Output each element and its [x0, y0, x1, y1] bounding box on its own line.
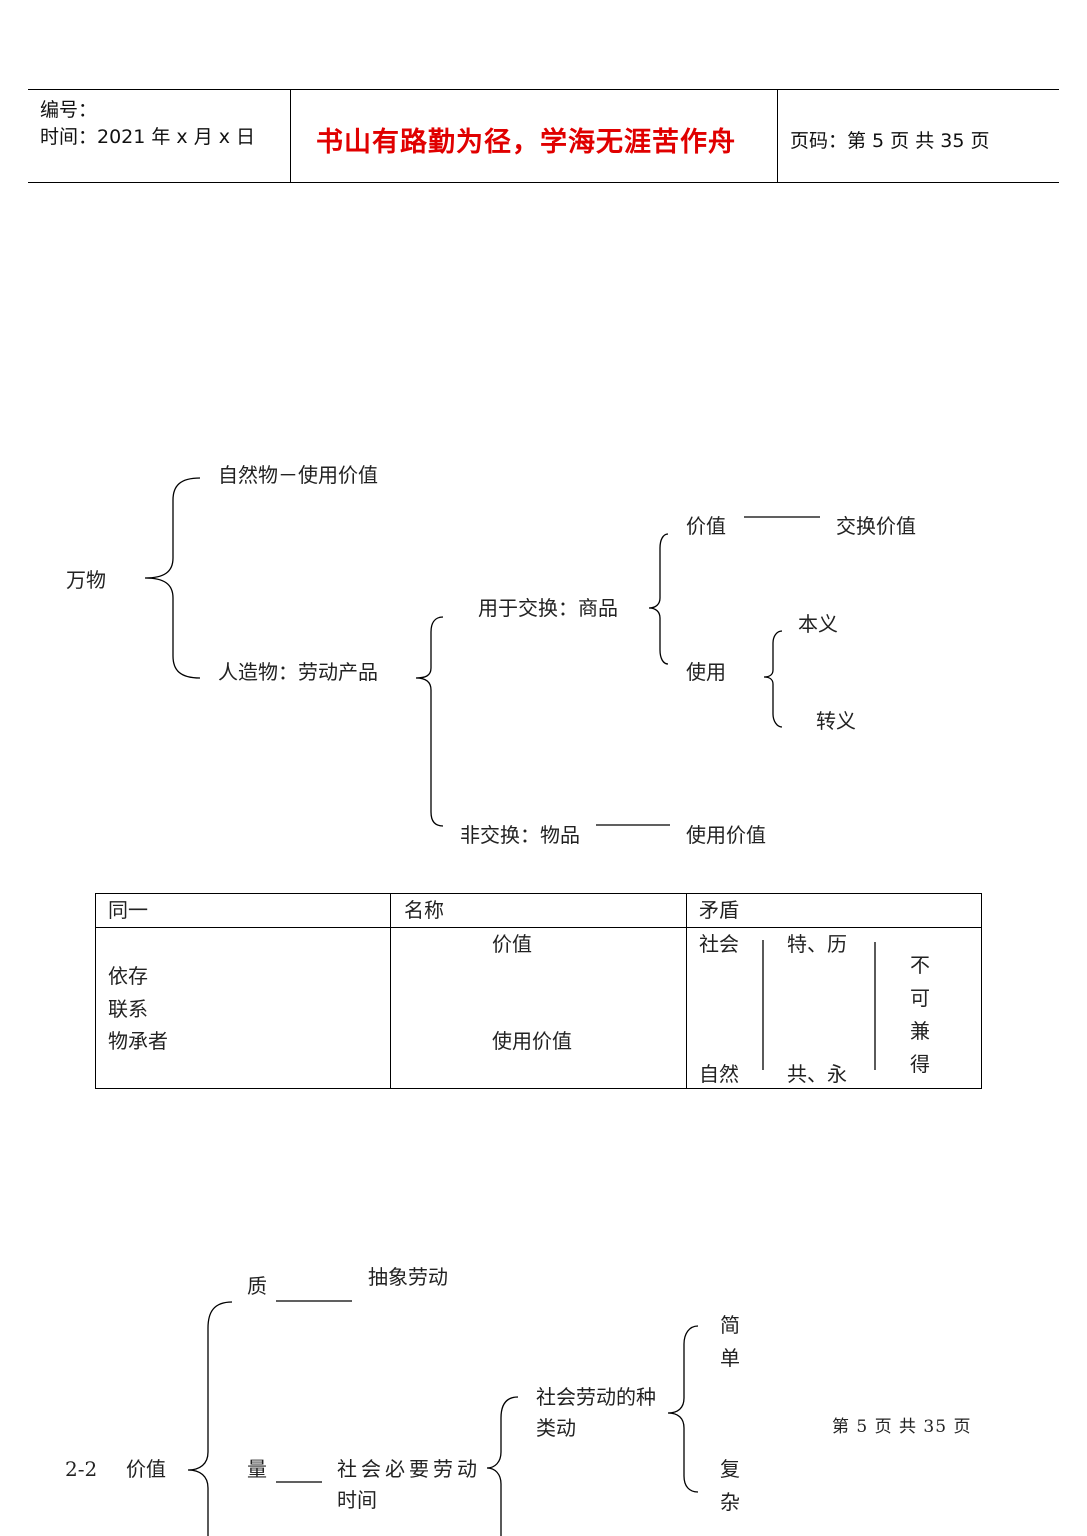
comparison-table: [95, 893, 982, 1089]
brace-commodity: [648, 533, 669, 665]
node-simple: 简 单: [720, 1313, 740, 1370]
table-cell-value: 价值: [492, 932, 532, 956]
table-cell-social: 社会: [699, 932, 739, 956]
node-snlt: 社会必要劳动: [337, 1457, 481, 1481]
table-cell-common-eternal: 共、永: [787, 1062, 847, 1086]
node-snlt-cont: 时间: [337, 1488, 377, 1512]
node-labor-kinds: 社会劳动的种: [536, 1385, 656, 1409]
table-header-divider: [96, 927, 981, 928]
page-indicator: 页码：第 5 页 共 35 页: [790, 130, 990, 152]
node-exchange-value: 交换价值: [836, 514, 916, 538]
node-value-root: 价值: [126, 1457, 166, 1481]
brace-manmade: [415, 616, 444, 827]
section-number: 2-2: [65, 1457, 98, 1481]
serial-number-label: 编号：: [40, 99, 98, 121]
table-cell-use-value: 使用价值: [492, 1029, 572, 1053]
table-header-identity: 同一: [108, 898, 148, 922]
table-cell-incompatible: 不 可 兼 得: [910, 953, 930, 1076]
table-col-divider: [686, 894, 687, 1088]
node-value: 价值: [686, 514, 726, 538]
date-label: 时间：2021 年 x 月 x 日: [40, 126, 256, 148]
node-nonexchange: 非交换：物品: [460, 823, 580, 847]
node-use: 使用: [686, 660, 726, 684]
node-quantity: 量: [247, 1457, 267, 1481]
node-nonexchange-use-value: 使用价值: [686, 823, 766, 847]
brace-root: [144, 477, 201, 679]
table-cell-special-historical: 特、历: [787, 932, 847, 956]
header-divider: [777, 89, 778, 183]
table-header-contradiction: 矛盾: [699, 898, 739, 922]
header-bottom-rule: [28, 182, 1059, 183]
node-labor-kinds-cont: 类动: [536, 1416, 576, 1440]
node-literal: 本义: [798, 612, 838, 636]
table-cell-carrier: 物承者: [108, 1029, 168, 1053]
node-abstract-labor: 抽象劳动: [368, 1265, 448, 1289]
header-divider: [290, 89, 291, 183]
table-cell-dependence: 依存: [108, 964, 148, 988]
header-top-rule: [28, 89, 1059, 90]
table-cell-natural: 自然: [699, 1062, 739, 1086]
node-exchange: 用于交换：商品: [478, 596, 618, 620]
brace-kinds: [667, 1325, 699, 1493]
node-figurative: 转义: [816, 709, 856, 733]
table-header-name: 名称: [404, 898, 444, 922]
node-quality: 质: [247, 1274, 267, 1298]
node-complex: 复 杂: [720, 1457, 740, 1514]
node-natural: 自然物－使用价值: [218, 463, 378, 487]
table-cell-connection: 联系: [108, 997, 148, 1021]
motto: 书山有路勤为径，学海无涯苦作舟: [316, 127, 736, 158]
brace-value: [187, 1301, 233, 1536]
brace-use: [763, 630, 783, 728]
node-manmade: 人造物：劳动产品: [218, 660, 378, 684]
brace-snlt: [486, 1396, 519, 1536]
page-footer: 第 5 页 共 35 页: [832, 1417, 972, 1437]
table-col-divider: [390, 894, 391, 1088]
node-root: 万物: [66, 568, 106, 592]
